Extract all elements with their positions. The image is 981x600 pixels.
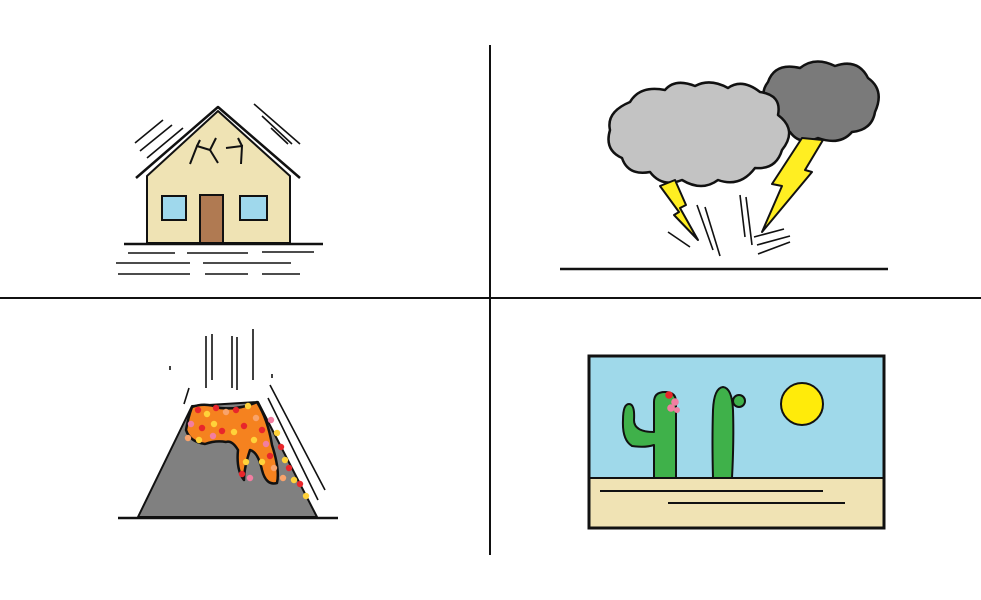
lava-dots <box>184 402 310 500</box>
house-window-left <box>161 195 187 221</box>
cactus-right <box>711 386 735 479</box>
cactus-bud <box>732 394 746 408</box>
eruption-lines <box>169 329 326 501</box>
cactus-left <box>621 391 677 479</box>
desert-sky <box>589 356 884 478</box>
cactus-flower-4 <box>674 407 680 413</box>
cactus-flower-2 <box>671 398 679 406</box>
sun <box>780 382 824 426</box>
cactus-flower-1 <box>665 391 673 399</box>
house-door <box>199 194 224 244</box>
lava-flow <box>184 400 280 485</box>
lightning-bolt-right <box>761 137 824 233</box>
desert-cactus-icon <box>587 354 886 530</box>
roof-cracks <box>189 137 244 165</box>
impact-lines <box>667 194 791 257</box>
light-cloud <box>607 81 791 188</box>
lightning-bolt-left <box>659 179 699 241</box>
earthquake-house-icon <box>116 103 323 275</box>
house-roof <box>135 105 301 179</box>
cactus-flower-3 <box>667 404 675 412</box>
desert-frame <box>587 354 886 530</box>
volcano-eruption-icon <box>118 329 338 520</box>
shake-lines <box>116 103 314 275</box>
house-window-right <box>239 195 268 221</box>
thunderstorm-icon <box>560 60 888 271</box>
